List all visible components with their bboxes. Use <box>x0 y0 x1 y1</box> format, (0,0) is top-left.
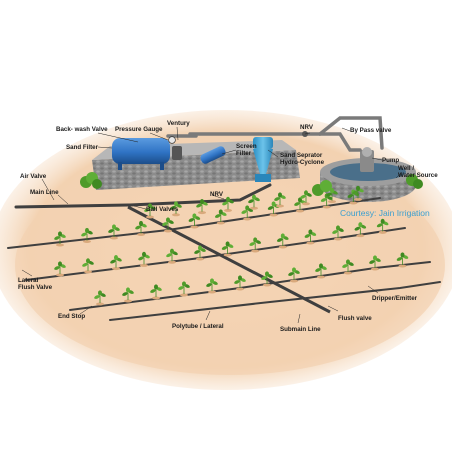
pump <box>360 147 374 172</box>
plant <box>304 229 317 245</box>
plant <box>94 290 106 306</box>
label-ball-valves: Ball Valves <box>146 206 179 213</box>
hydro-cyclone <box>253 137 273 182</box>
label-flush-valve: Flush valve <box>338 315 372 322</box>
main-line <box>14 183 272 209</box>
plant <box>178 281 190 297</box>
plant <box>196 199 208 215</box>
soil-field-core <box>15 155 445 375</box>
label-nrv-bottom: NRV <box>210 191 224 198</box>
label-well-source-line2: Water Source <box>398 172 438 179</box>
plant <box>294 197 306 213</box>
plant <box>144 203 156 219</box>
plant <box>241 205 254 221</box>
label-air-valve: Air Valve <box>20 173 47 180</box>
plant <box>110 255 122 271</box>
plant <box>122 287 134 303</box>
plant <box>248 194 260 210</box>
plant <box>261 271 273 287</box>
plant <box>288 267 300 283</box>
plant <box>206 278 218 294</box>
label-well-source: Well /Water Source <box>398 165 438 179</box>
plant <box>342 259 354 275</box>
plant <box>214 209 227 225</box>
screen-filter <box>200 146 226 164</box>
bush-left <box>80 172 102 189</box>
label-sand-separator-line2: Hydro-Cyclone <box>280 159 325 166</box>
leader-lines <box>21 126 403 324</box>
label-pump: Pump <box>382 157 399 164</box>
sand-filter-tank <box>112 138 182 170</box>
plant <box>221 241 234 257</box>
plant <box>150 284 162 300</box>
courtesy-credit: Courtesy: Jain Irrigation <box>340 208 430 218</box>
plant <box>81 227 93 243</box>
label-lateral-flush-line2: Flush Valve <box>18 284 53 291</box>
label-lateral-flush-line1: Lateral <box>18 277 39 284</box>
label-screen-filter-text-line2: Filter <box>236 150 252 157</box>
plant <box>376 218 389 234</box>
plant <box>194 245 206 261</box>
plant <box>234 275 246 291</box>
plant <box>222 196 234 212</box>
label-screen-filter-text-line1: Screen <box>236 143 257 150</box>
plant <box>82 258 94 274</box>
plant <box>162 217 174 233</box>
plant <box>188 213 201 229</box>
label-sand-separator-line1: Sand Seprator <box>280 152 323 159</box>
plant <box>138 251 150 267</box>
label-dripper: Dripper/Emitter <box>372 295 418 302</box>
label-submain: Submain Line <box>280 326 321 333</box>
submain-line <box>127 205 331 314</box>
label-end-stop: End Stop <box>58 313 85 320</box>
plant <box>332 225 344 241</box>
label-pressure-gauge: Pressure Gauge <box>115 126 163 133</box>
top-pipes <box>166 116 384 152</box>
label-ventury: Ventury <box>167 120 190 127</box>
label-backwash-valve: Back- wash Valve <box>56 126 108 133</box>
plant <box>369 255 381 271</box>
bush-right <box>312 174 423 196</box>
plant <box>108 224 120 240</box>
plant <box>170 201 182 217</box>
plant <box>135 220 147 236</box>
label-well-source-line1: Well / <box>398 165 414 172</box>
plant <box>54 261 66 277</box>
label-polytube: Polytube / Lateral <box>172 323 224 330</box>
plant <box>274 192 286 208</box>
label-main-line: Main Line <box>30 189 59 196</box>
plant <box>354 222 367 238</box>
plant <box>352 185 364 201</box>
plant <box>315 263 327 279</box>
plant <box>326 188 338 204</box>
label-sand-filter: Sand Filter <box>66 144 99 151</box>
label-bypass-valve: By Pass valve <box>350 127 392 134</box>
plant <box>396 252 409 268</box>
plant <box>276 233 289 249</box>
label-nrv-top: NRV <box>300 124 314 131</box>
plant <box>54 231 66 247</box>
plant <box>300 190 312 206</box>
plant <box>249 237 262 253</box>
pressure-gauge-icon <box>168 136 176 144</box>
plant-rows <box>54 185 409 306</box>
plant <box>166 248 178 264</box>
